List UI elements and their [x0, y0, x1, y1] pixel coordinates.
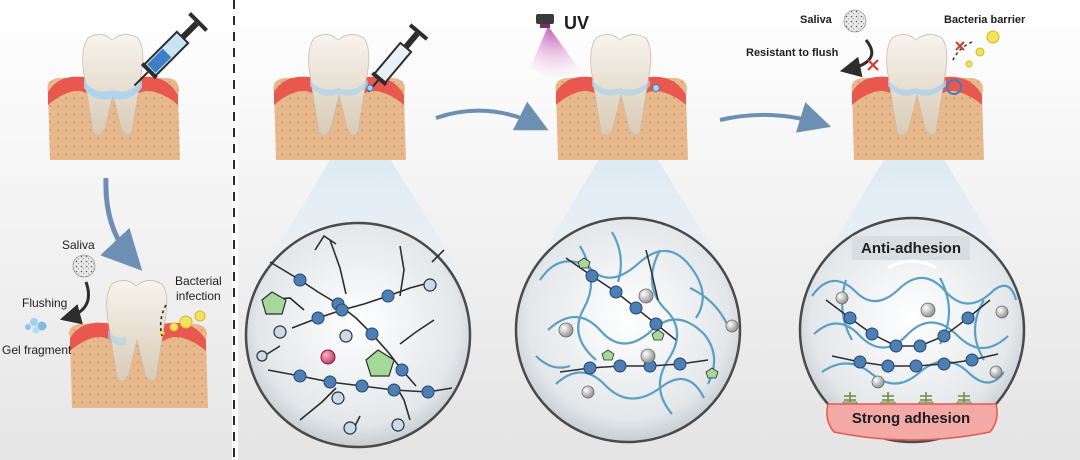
left-tooth-bottom: [69, 280, 208, 408]
adhesive-anchors-stage3: [844, 392, 970, 404]
polymer-beads-stage3: [843, 311, 979, 373]
gel-fragment-icon: [25, 318, 47, 334]
free-monomers-stage1: [256, 278, 437, 435]
stage1-tooth: [273, 34, 406, 160]
anti-adhesion-arc: [887, 259, 937, 270]
anti-adhesion-band: [852, 236, 970, 260]
bacteria-blocked-x-icon: [955, 41, 965, 51]
stage1-gel-drop: [366, 84, 374, 92]
uv-lamp-icon: [536, 14, 554, 28]
crosslink-nodes-stage3: [835, 291, 1009, 389]
polymer-beads-stage2: [583, 269, 687, 375]
left-down-arrow: [100, 177, 143, 271]
stage3-bacteria-icon: [965, 30, 1000, 68]
photoinitiator-bead: [320, 349, 336, 365]
resistant-to-flush-label: Resistant to flush: [746, 47, 839, 59]
saliva-particle-icon: [72, 254, 96, 278]
polymer-beads-stage1: [293, 273, 435, 399]
flushing-label: Flushing: [22, 296, 67, 310]
flushing-arrow: [59, 281, 90, 325]
syringe-icon: [133, 12, 208, 87]
uv-label: UV: [564, 13, 589, 33]
stage2-tooth: [555, 34, 688, 160]
uv-light-beam: [530, 26, 580, 77]
stage3-saliva-label: Saliva: [800, 14, 833, 26]
stage3-gel-highlight: [946, 79, 962, 95]
bacteria-barrier-label: Bacteria barrier: [944, 14, 1026, 26]
left-tooth-top: [47, 34, 180, 160]
left-saliva-label: Saliva: [62, 238, 95, 252]
crosslinker-pentagon-1: [261, 291, 287, 315]
zoom-circle-stage2: [514, 216, 742, 444]
gel-fragment-label: Gel fragment: [2, 343, 72, 357]
bacterial-infection-label-2: infection: [176, 289, 221, 303]
crosslinker-pentagon-2: [365, 349, 395, 377]
bacteria-path: [159, 304, 167, 337]
released-pentagons-stage2: [577, 257, 719, 379]
stage3-saliva-particle-icon: [843, 9, 867, 33]
resist-flush-arrow: [839, 39, 874, 78]
tissue-surface-band: [826, 403, 998, 441]
anti-adhesion-label: Anti-adhesion: [861, 240, 961, 257]
arrow-stage2-to-stage3: [719, 102, 832, 133]
bacterial-infection-label-1: Bacterial: [175, 274, 222, 288]
flush-blocked-x-icon: [867, 59, 879, 71]
strong-adhesion-label: Strong adhesion: [852, 410, 970, 427]
stage1-syringe-icon: [367, 23, 429, 93]
bacteria-cluster-icon: [159, 310, 206, 336]
arrow-stage1-to-stage2: [435, 101, 549, 131]
stage3-tooth: [851, 34, 984, 160]
bacteria-barrier-path: [951, 41, 973, 63]
crosslink-nodes-stage2: [558, 288, 739, 399]
stage2-gel-drop: [652, 84, 660, 92]
